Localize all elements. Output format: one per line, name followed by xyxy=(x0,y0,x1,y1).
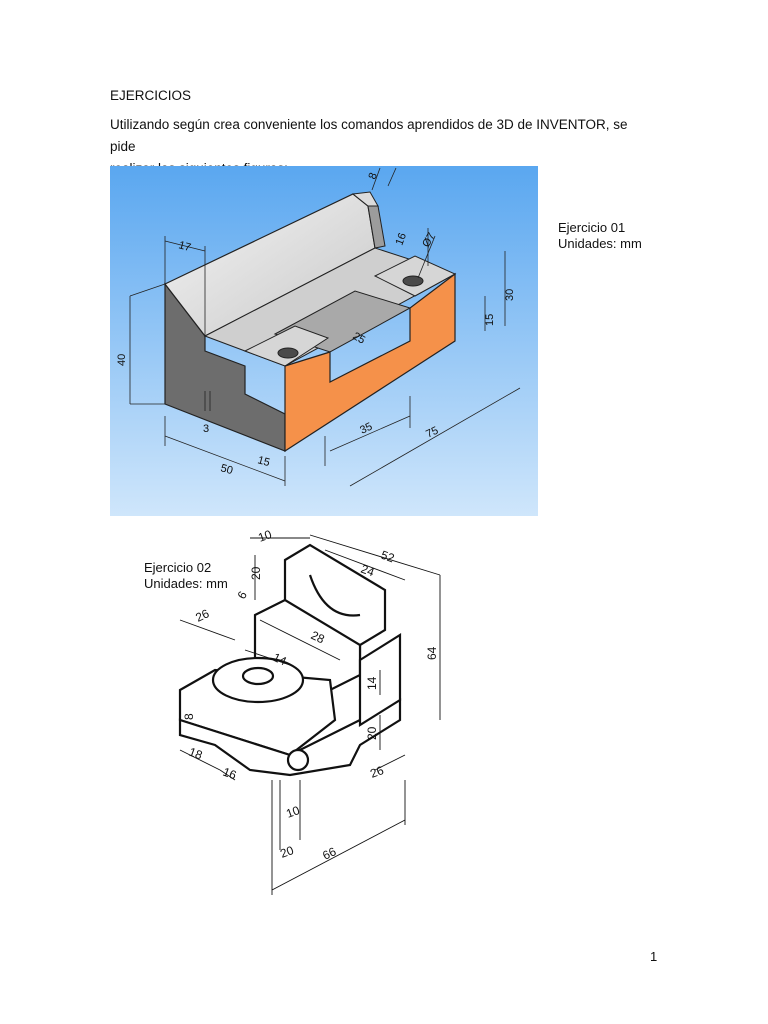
dim2-20-top: 20 xyxy=(249,566,263,580)
dimension-lines xyxy=(129,167,521,487)
dim-40: 40 xyxy=(116,354,128,366)
dim2-26-right: 26 xyxy=(368,763,386,781)
dim-30: 30 xyxy=(504,289,516,301)
exercise-2-title: Ejercicio 02 xyxy=(144,560,212,575)
upright-cutout xyxy=(308,574,361,617)
exercise-2-units: Unidades: mm xyxy=(144,576,228,591)
exercise-1-figure: 8 16 17 Ø7 30 15 25 40 3 35 75 50 15 xyxy=(110,166,538,516)
dim2-10-bottom: 10 xyxy=(284,803,302,821)
left-face xyxy=(164,282,286,452)
dim2-14-side: 14 xyxy=(365,676,379,690)
document-heading: EJERCICIOS xyxy=(110,88,192,103)
lower-block xyxy=(178,698,402,777)
dimension-labels-2: 10 20 52 24 6 26 28 14 64 14 8 20 18 16 … xyxy=(182,527,439,863)
dim-75: 75 xyxy=(424,425,440,441)
dim-15-right: 15 xyxy=(484,314,496,326)
dim2-20-bottom: 20 xyxy=(278,843,296,861)
dim2-6: 6 xyxy=(234,588,250,601)
intro-line-1: Utilizando según crea conveniente los co… xyxy=(110,117,628,154)
dim-17: 17 xyxy=(177,239,192,254)
dimension-labels: 8 16 17 Ø7 30 15 25 40 3 35 75 50 15 xyxy=(116,171,516,477)
dim-25: 25 xyxy=(351,330,368,347)
dim2-10-top: 10 xyxy=(256,527,274,545)
dim2-8: 8 xyxy=(182,713,196,720)
dim2-52: 52 xyxy=(379,548,397,566)
dim-50: 50 xyxy=(219,462,234,477)
dim2-20-side: 20 xyxy=(365,726,379,740)
dim2-26-left: 26 xyxy=(193,606,211,624)
exercise-1-caption: Ejercicio 01 Unidades: mm xyxy=(558,220,642,252)
left-hole xyxy=(277,347,299,359)
dim2-18: 18 xyxy=(187,745,205,763)
boss-hole xyxy=(241,666,275,686)
dim2-14-hole: 14 xyxy=(271,650,289,668)
dim2-28: 28 xyxy=(309,628,327,646)
exercise-2-caption: Ejercicio 02 Unidades: mm xyxy=(144,560,228,592)
dim-3: 3 xyxy=(203,423,209,435)
dim-15-bottom: 15 xyxy=(256,454,271,469)
dim-8: 8 xyxy=(367,171,380,181)
right-hole xyxy=(402,275,424,287)
dim-16: 16 xyxy=(394,231,409,247)
exercise-1-title: Ejercicio 01 xyxy=(558,220,626,235)
side-hole xyxy=(286,748,310,772)
dim2-24: 24 xyxy=(359,562,377,580)
left-block-top xyxy=(243,325,330,367)
back-face xyxy=(367,205,386,249)
dim-35: 35 xyxy=(358,421,374,437)
dim2-16: 16 xyxy=(221,765,239,783)
exercise-2-figure: 10 20 52 24 6 26 28 14 64 14 8 20 18 16 … xyxy=(178,527,441,895)
dimension-lines-2 xyxy=(179,534,441,895)
exercise-1-units: Unidades: mm xyxy=(558,236,642,251)
front-face xyxy=(284,272,456,453)
page-number: 1 xyxy=(650,949,658,964)
dim2-66: 66 xyxy=(320,844,338,862)
dim2-64: 64 xyxy=(425,646,439,660)
